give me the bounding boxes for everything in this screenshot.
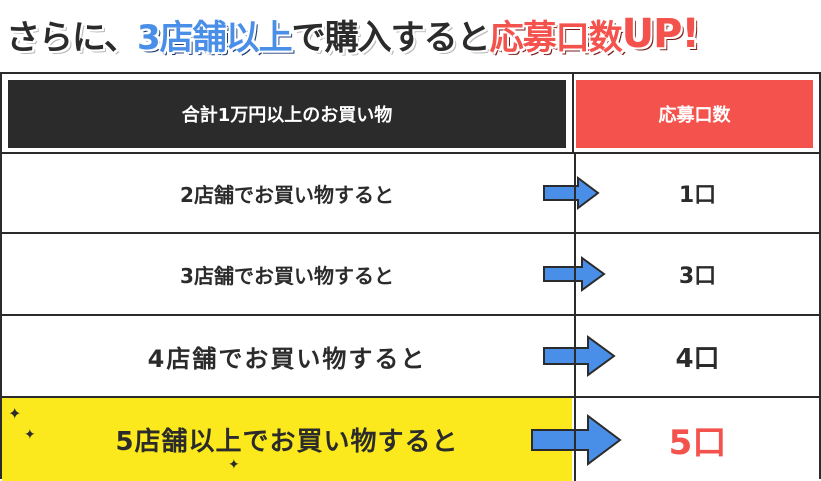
headline-part-5: UP! (621, 11, 700, 57)
right-arrow-icon (543, 335, 616, 377)
headline: さらに、 3店舗以上 で購入すると 応募口数 UP! (0, 0, 821, 68)
headline-part-4: 応募口数 (489, 17, 623, 58)
headline-part-3: で購入すると (291, 17, 491, 58)
table-row: 2店舗でお買い物すると 1口 (2, 152, 819, 234)
table-row: 3店舗でお買い物すると 3口 (2, 234, 819, 316)
table-row-highlight: 5店舗以上でお買い物すると ✦ ✦ ✦ 5口 (2, 398, 819, 481)
header-condition: 合計1万円以上のお買い物 (8, 80, 566, 148)
table-header-row: 合計1万円以上のお買い物 応募口数 (2, 74, 819, 152)
row-condition: 5店舗以上でお買い物すると (2, 398, 572, 481)
row-condition: 3店舗でお買い物すると (180, 263, 394, 288)
row-count: 1口 (574, 154, 819, 232)
row-condition: 4店舗でお買い物すると (147, 344, 427, 373)
header-divider (572, 74, 574, 152)
row-count: 4口 (574, 316, 819, 396)
right-arrow-icon (543, 176, 600, 210)
table-row: 4店舗でお買い物すると 4口 (2, 316, 819, 398)
sparkle-icon: ✦ (24, 427, 36, 443)
headline-part-1: さらに、 (6, 17, 138, 58)
row-count: 3口 (574, 234, 819, 314)
row-condition: 2店舗でお買い物すると (180, 182, 394, 207)
header-count: 応募口数 (576, 80, 813, 148)
right-arrow-icon (531, 413, 622, 466)
headline-part-2: 3店舗以上 (136, 17, 293, 58)
sparkle-icon: ✦ (8, 404, 22, 423)
row-count-highlight: 5口 (574, 398, 819, 481)
sparkle-icon: ✦ (228, 457, 240, 473)
entries-table: 合計1万円以上のお買い物 応募口数 2店舗でお買い物すると 1口 3店舗でお買い… (0, 72, 821, 481)
